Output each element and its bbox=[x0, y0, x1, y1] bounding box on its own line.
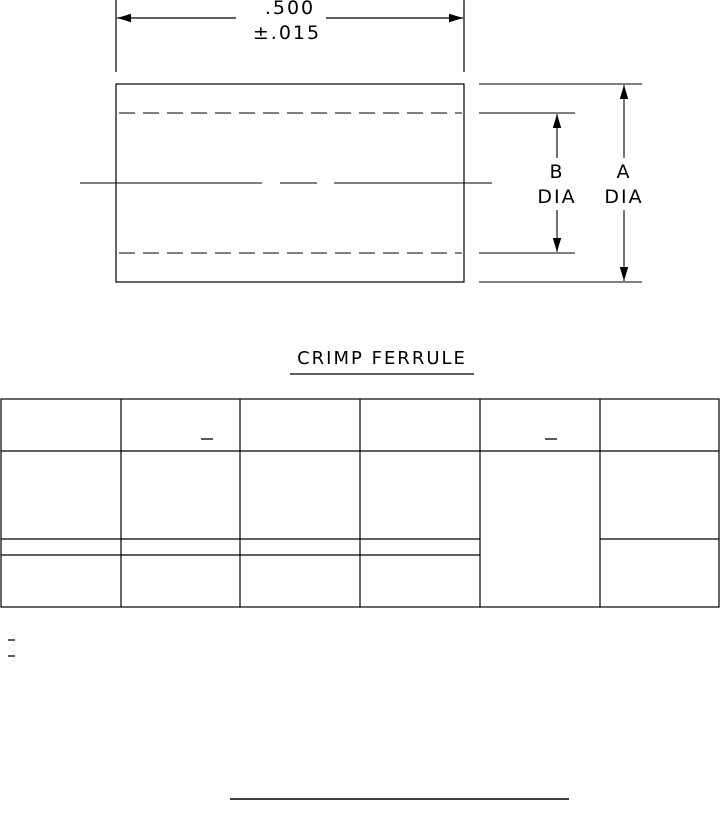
a-dia-dimension bbox=[479, 83, 642, 283]
length-dimension-tolerance: ±.015 bbox=[253, 22, 321, 44]
b-dia-dimension bbox=[479, 112, 575, 254]
drawing-title: CRIMP FERRULE bbox=[297, 348, 467, 369]
b-label: B bbox=[549, 161, 564, 183]
b-dia-label: DIA bbox=[537, 186, 576, 208]
a-dia-label: DIA bbox=[604, 186, 643, 208]
a-label: A bbox=[617, 161, 632, 183]
length-dimension-value: .500 bbox=[265, 0, 315, 19]
length-dimension bbox=[115, 0, 465, 72]
note-marks bbox=[8, 438, 557, 657]
dimension-table bbox=[0, 398, 720, 608]
